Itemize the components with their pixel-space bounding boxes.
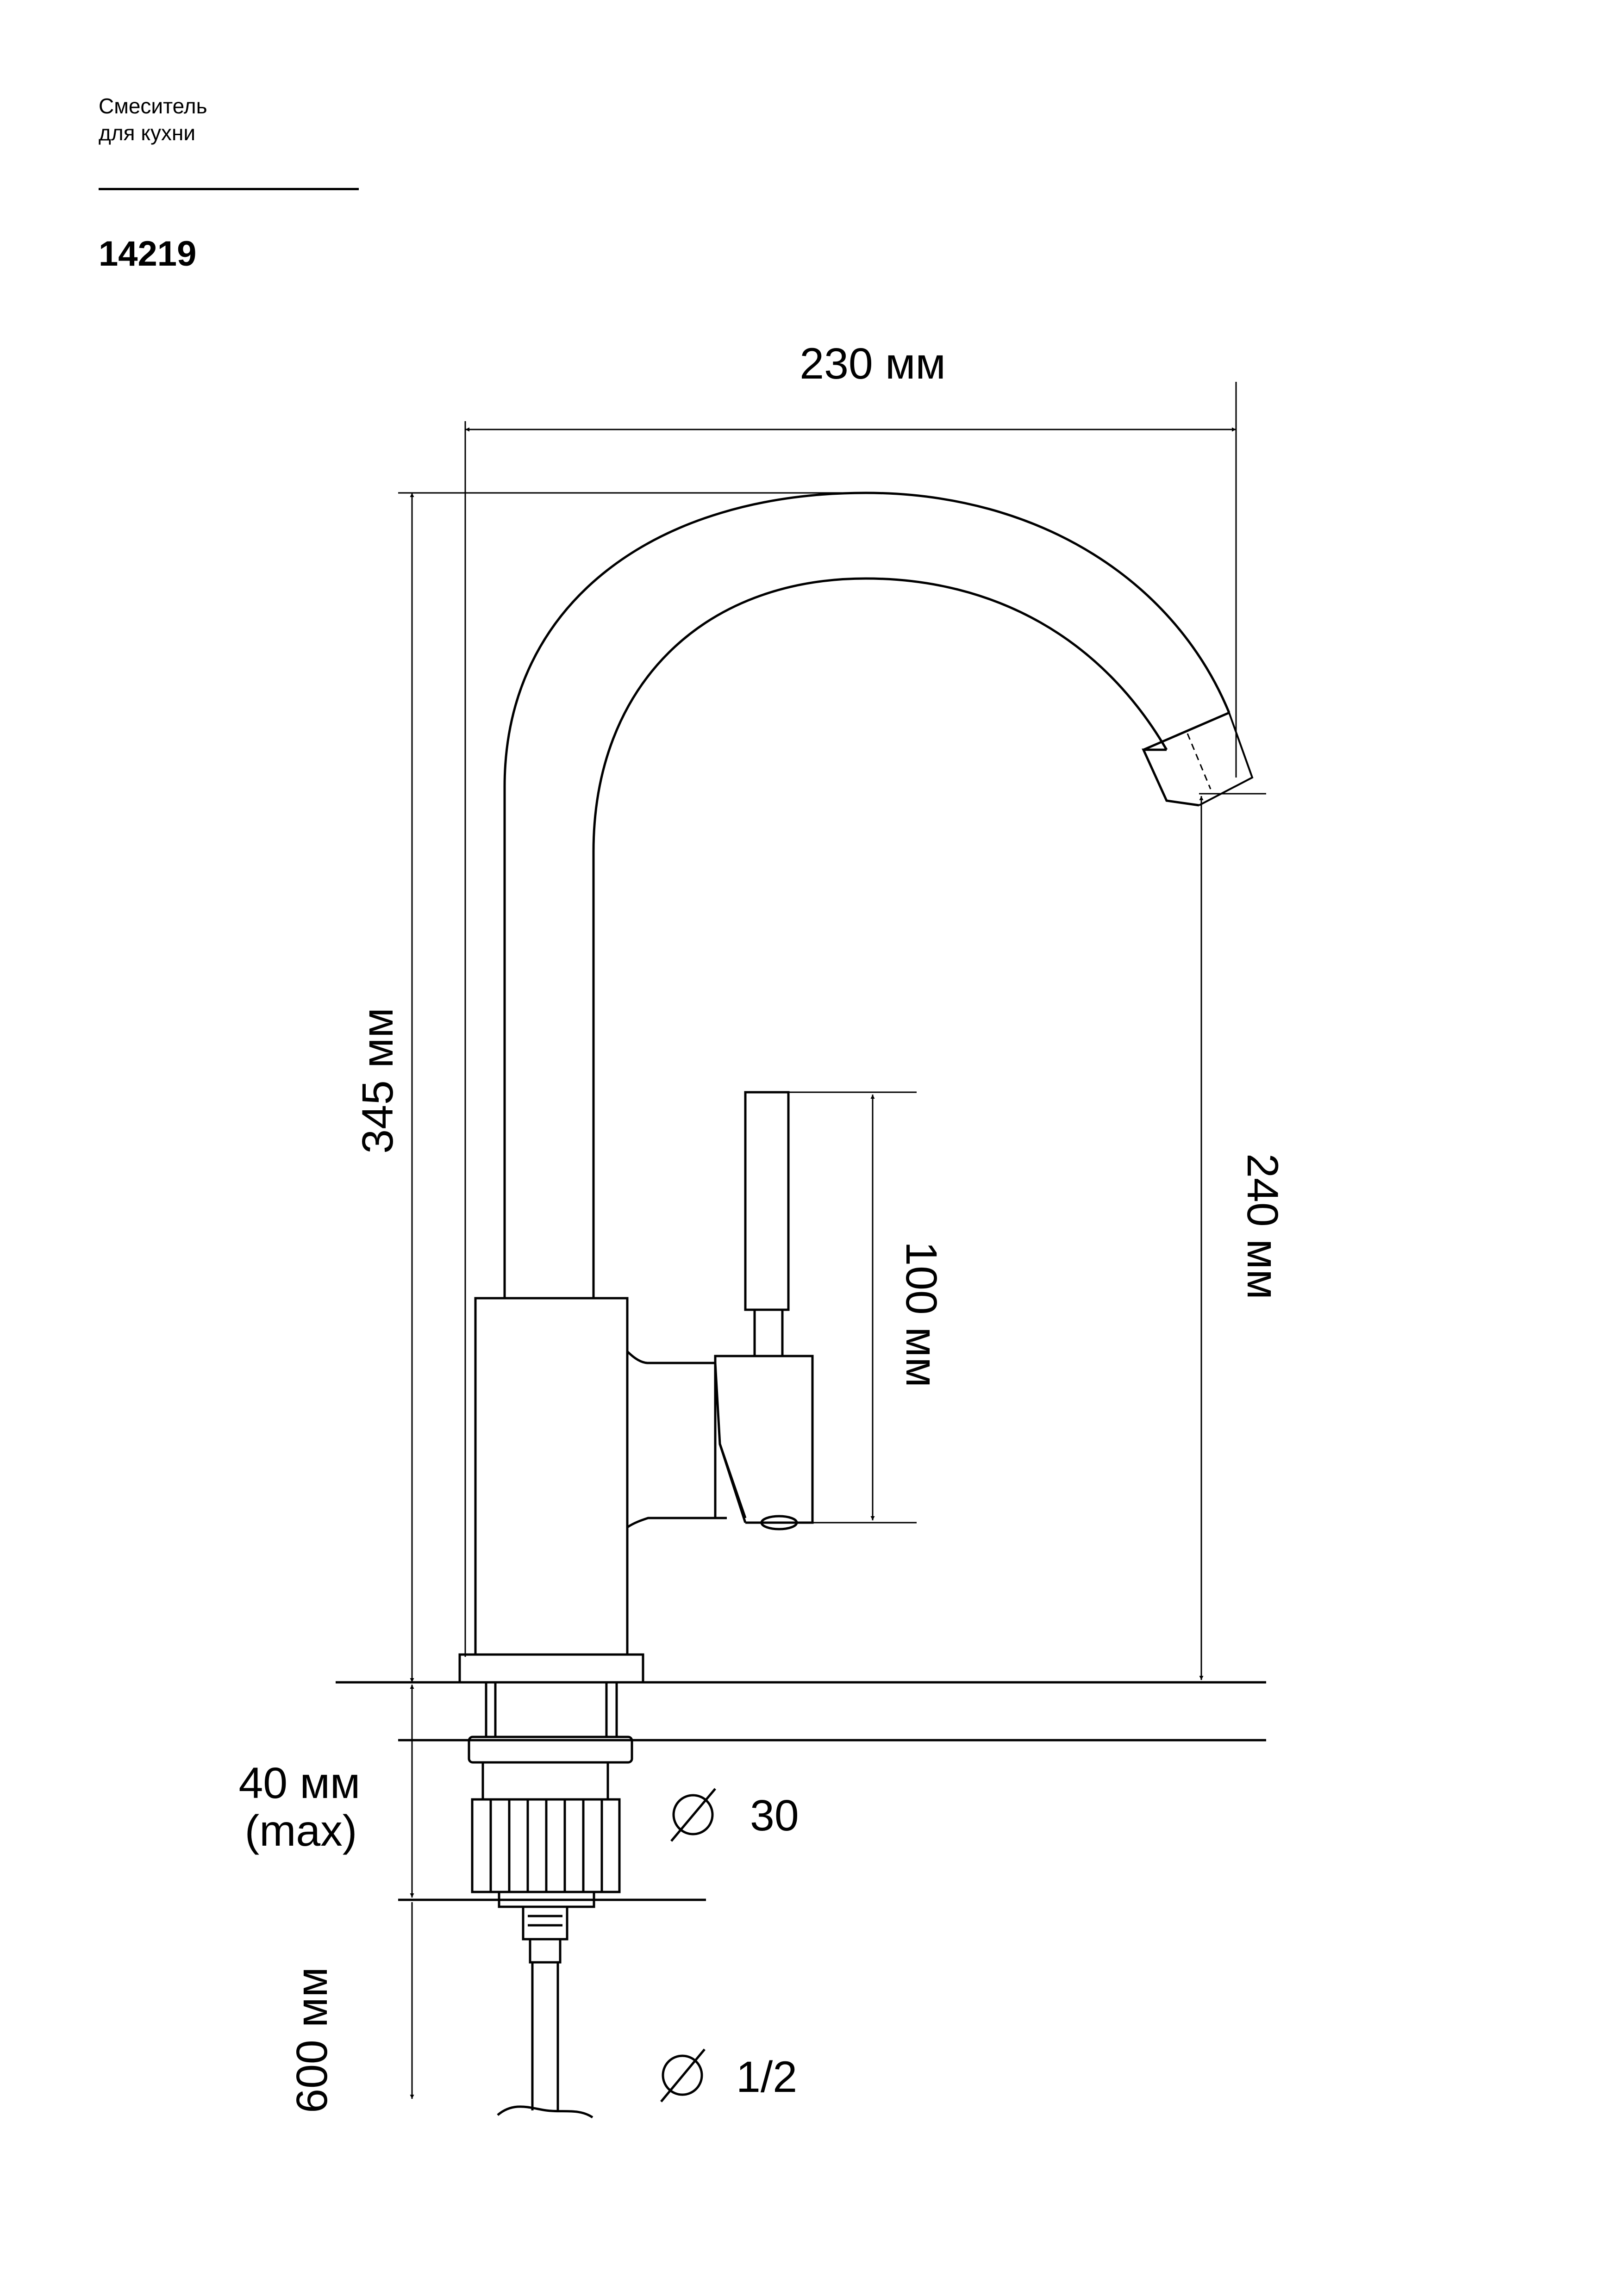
mount-thickness-line-2: (max) xyxy=(245,1806,357,1855)
total-height-label: 345 мм xyxy=(353,1008,402,1154)
diameter-icon xyxy=(660,2048,706,2103)
diameter-icon xyxy=(670,1788,716,1842)
hose-diameter-label: 1/2 xyxy=(736,2053,797,2102)
model-number: 14219 xyxy=(99,234,197,274)
hose-length-label: 600 мм xyxy=(287,1967,337,2113)
faucet-body xyxy=(474,1297,629,1656)
mount-nut xyxy=(481,1761,609,1801)
mount-shank xyxy=(485,1681,618,1738)
product-type-line-1: Смеситель xyxy=(99,94,207,118)
mount-thickness-label: 40 мм (max) xyxy=(238,1759,372,1855)
mount-diameter-label: 30 xyxy=(750,1791,799,1840)
spout-nozzle xyxy=(1142,748,1199,807)
base-flange xyxy=(458,1653,644,1684)
handle-height-label: 100 мм xyxy=(897,1241,946,1388)
product-type: Смеситель для кухни xyxy=(99,93,207,146)
hose-fitting xyxy=(522,1905,568,1941)
faucet-outline xyxy=(458,492,1254,2119)
spout-inner xyxy=(592,577,1168,1298)
countertop xyxy=(336,1681,1266,1901)
hose-break xyxy=(497,2105,593,2119)
handle-neck xyxy=(626,1350,727,1529)
width-label: 230 мм xyxy=(800,339,946,388)
lever xyxy=(744,1091,790,1311)
product-type-line-2: для кухни xyxy=(99,121,196,145)
header-rule xyxy=(99,188,359,190)
spout-outer xyxy=(503,492,1230,1298)
mount-thickness-line-1: 40 мм xyxy=(238,1759,360,1808)
dimension-lines xyxy=(398,382,1266,2099)
spout-height-label: 240 мм xyxy=(1238,1153,1287,1300)
handle-cartridge xyxy=(714,1355,814,1524)
